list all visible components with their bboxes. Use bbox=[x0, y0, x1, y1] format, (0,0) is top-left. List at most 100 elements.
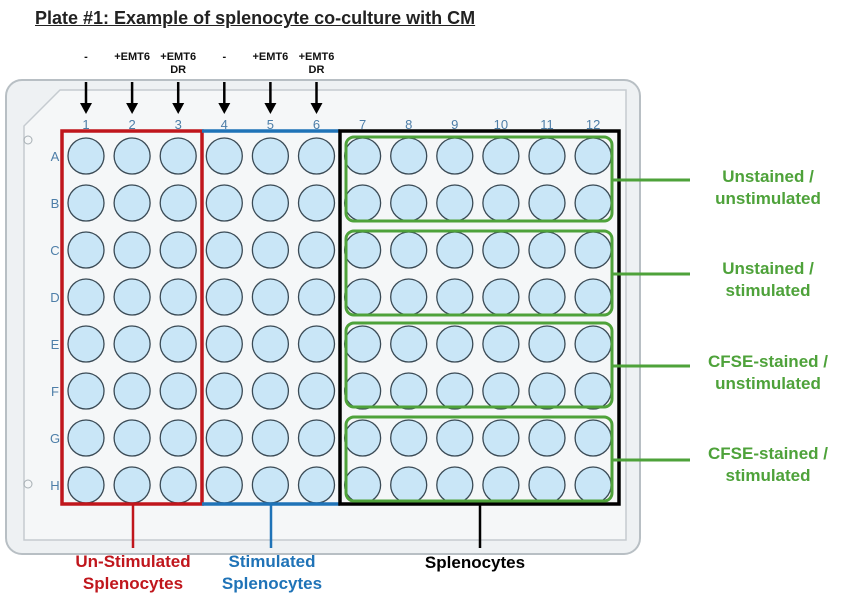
well bbox=[67, 137, 105, 175]
well bbox=[67, 184, 105, 222]
well bbox=[528, 231, 566, 269]
well bbox=[482, 466, 520, 504]
well bbox=[482, 231, 520, 269]
well bbox=[528, 184, 566, 222]
well bbox=[205, 184, 243, 222]
well bbox=[528, 278, 566, 316]
column-label: 8 bbox=[405, 117, 412, 132]
well bbox=[251, 325, 290, 363]
well bbox=[159, 231, 197, 269]
condition-label: Unstained / unstimulated bbox=[715, 167, 821, 208]
well bbox=[574, 466, 612, 504]
well bbox=[113, 137, 151, 175]
well bbox=[205, 466, 243, 504]
well bbox=[205, 231, 243, 269]
well bbox=[482, 184, 520, 222]
well bbox=[251, 137, 290, 175]
well bbox=[297, 419, 336, 457]
well bbox=[205, 137, 243, 175]
well bbox=[343, 419, 382, 457]
well bbox=[574, 419, 612, 457]
well bbox=[113, 278, 151, 316]
treatment-arrow-head bbox=[126, 103, 139, 114]
well bbox=[159, 372, 197, 410]
well bbox=[436, 325, 474, 363]
well bbox=[574, 325, 612, 363]
well bbox=[205, 372, 243, 410]
well bbox=[67, 419, 105, 457]
well bbox=[67, 278, 105, 316]
treatment-arrow-head bbox=[172, 103, 185, 114]
well bbox=[528, 372, 566, 410]
treatment-arrow-head bbox=[310, 103, 323, 114]
treatment-arrow-head bbox=[218, 103, 231, 114]
well bbox=[528, 137, 566, 175]
condition-label: CFSE-stained / stimulated bbox=[708, 444, 828, 485]
well bbox=[390, 419, 428, 457]
column-label: 1 bbox=[82, 117, 89, 132]
well bbox=[251, 231, 290, 269]
well bbox=[574, 372, 612, 410]
well bbox=[482, 372, 520, 410]
well bbox=[67, 325, 105, 363]
well bbox=[113, 325, 151, 363]
group-label-splenocytes: Splenocytes bbox=[424, 553, 526, 572]
well bbox=[297, 278, 336, 316]
well bbox=[251, 419, 290, 457]
row-label: A bbox=[51, 149, 60, 164]
well bbox=[343, 325, 382, 363]
well bbox=[113, 372, 151, 410]
well bbox=[390, 372, 428, 410]
well bbox=[159, 137, 197, 175]
well bbox=[205, 419, 243, 457]
well bbox=[297, 137, 336, 175]
well bbox=[574, 184, 612, 222]
well bbox=[343, 137, 382, 175]
row-label: C bbox=[50, 243, 59, 258]
column-label: 2 bbox=[128, 117, 135, 132]
row-label: H bbox=[50, 478, 59, 493]
well bbox=[159, 325, 197, 363]
treatment-label: - bbox=[84, 51, 88, 63]
well bbox=[390, 184, 428, 222]
well bbox=[67, 372, 105, 410]
condition-label: CFSE-stained / unstimulated bbox=[708, 352, 828, 393]
treatment-label: +EMT6 bbox=[114, 51, 150, 63]
well bbox=[343, 466, 382, 504]
well bbox=[205, 325, 243, 363]
well bbox=[482, 278, 520, 316]
well bbox=[343, 278, 382, 316]
treatment-label: +EMT6 DR bbox=[160, 51, 197, 76]
well bbox=[482, 419, 520, 457]
well bbox=[390, 231, 428, 269]
row-label: B bbox=[51, 196, 60, 211]
well bbox=[482, 325, 520, 363]
column-label: 10 bbox=[494, 117, 508, 132]
well bbox=[67, 231, 105, 269]
group-label-unstimulated: Un-Stimulated Splenocytes bbox=[75, 552, 191, 593]
well bbox=[297, 231, 336, 269]
column-label: 4 bbox=[221, 117, 228, 132]
page-title: Plate #1: Example of splenocyte co-cultu… bbox=[35, 8, 476, 28]
well bbox=[436, 372, 474, 410]
well bbox=[159, 184, 197, 222]
well bbox=[528, 325, 566, 363]
column-label: 5 bbox=[267, 117, 274, 132]
well bbox=[436, 419, 474, 457]
well bbox=[390, 278, 428, 316]
well bbox=[159, 466, 197, 504]
well bbox=[436, 231, 474, 269]
row-label: E bbox=[51, 337, 60, 352]
column-label: 9 bbox=[451, 117, 458, 132]
well bbox=[574, 278, 612, 316]
well bbox=[297, 325, 336, 363]
well bbox=[390, 325, 428, 363]
treatment-arrow-head bbox=[80, 103, 92, 114]
well bbox=[113, 231, 151, 269]
well bbox=[482, 137, 520, 175]
well bbox=[436, 184, 474, 222]
column-label: 11 bbox=[540, 117, 554, 132]
well bbox=[251, 466, 290, 504]
